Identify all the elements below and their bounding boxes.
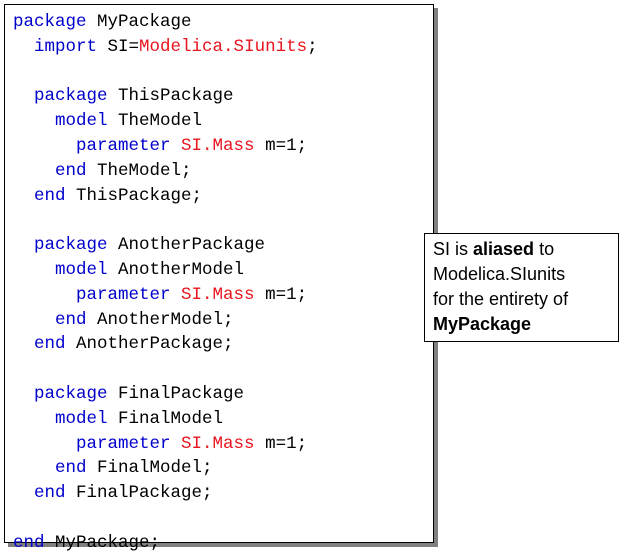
code-text [13, 235, 34, 255]
code-text [171, 434, 182, 454]
code-keyword: package [34, 235, 108, 256]
code-text [13, 186, 34, 206]
note-emphasis-aliased: aliased [473, 239, 535, 259]
code-type-name: SI.Mass [181, 284, 255, 305]
code-text [13, 458, 55, 478]
note-line-1: SI is aliased to [433, 237, 618, 262]
code-type-name: SI.Mass [181, 135, 255, 156]
code-text [13, 161, 55, 181]
code-text [13, 384, 34, 404]
code-text [13, 483, 34, 503]
code-text [13, 310, 55, 330]
code-text: ThisPackage [107, 86, 234, 107]
code-line: package FinalPackage [13, 382, 318, 407]
code-keyword: end [34, 185, 66, 206]
code-line: end FinalModel; [13, 456, 318, 481]
code-text: FinalPackage; [65, 483, 213, 504]
code-keyword: model [55, 111, 108, 132]
code-line: parameter SI.Mass m=1; [13, 134, 318, 159]
code-line [13, 506, 318, 531]
code-line: end AnotherModel; [13, 308, 318, 333]
code-text [13, 409, 55, 429]
code-text: m=1; [254, 433, 308, 454]
note-line-2: Modelica.SIunits [433, 264, 566, 284]
code-listing-box: package MyPackage import SI=Modelica.SIu… [4, 4, 434, 553]
code-line: parameter SI.Mass m=1; [13, 283, 318, 308]
code-keyword: import [34, 36, 98, 57]
code-keyword: end [55, 160, 87, 181]
code-line [13, 60, 318, 85]
code-text: FinalModel; [86, 458, 213, 479]
code-line: model TheModel [13, 109, 318, 134]
code-keyword: model [55, 259, 108, 280]
code-line: end ThisPackage; [13, 184, 318, 209]
code-line: end AnotherPackage; [13, 332, 318, 357]
note-text: to [534, 239, 555, 259]
code-text [13, 260, 55, 280]
code-type-name: Modelica.SIunits [139, 36, 308, 57]
note-emphasis-mypackage: MyPackage [433, 314, 532, 334]
code-text [13, 285, 76, 305]
code-text [171, 136, 182, 156]
code-text: AnotherModel [107, 259, 245, 280]
code-keyword: package [34, 383, 108, 404]
note-line-3: for the entirety of [433, 289, 569, 309]
code-keyword: parameter [76, 135, 171, 156]
code-line: model AnotherModel [13, 258, 318, 283]
code-text [13, 334, 34, 354]
code-listing: package MyPackage import SI=Modelica.SIu… [13, 10, 318, 556]
code-type-name: SI.Mass [181, 433, 255, 454]
code-text: SI= [97, 36, 140, 57]
code-line: model FinalModel [13, 407, 318, 432]
code-text: ThisPackage; [65, 185, 203, 206]
code-line: package ThisPackage [13, 84, 318, 109]
code-keyword: end [55, 309, 87, 330]
code-line: end MyPackage; [13, 531, 318, 556]
annotation-callout: SI is aliased to Modelica.SIunits for th… [424, 233, 619, 342]
code-text [13, 37, 34, 57]
code-text: ; [307, 36, 318, 57]
code-keyword: end [55, 458, 87, 479]
code-keyword: end [13, 532, 45, 553]
code-text [13, 136, 76, 156]
code-line: package MyPackage [13, 10, 318, 35]
code-line: end TheModel; [13, 159, 318, 184]
code-text: TheModel [107, 111, 203, 132]
note-text: SI is [433, 239, 474, 259]
code-text [13, 111, 55, 131]
code-keyword: end [34, 483, 66, 504]
code-line: import SI=Modelica.SIunits; [13, 35, 318, 60]
code-text: MyPackage [86, 12, 192, 32]
code-text: m=1; [254, 135, 308, 156]
code-text: m=1; [254, 284, 308, 305]
code-text: AnotherPackage [107, 235, 266, 256]
code-text: FinalModel [107, 408, 224, 429]
code-line [13, 357, 318, 382]
code-line: parameter SI.Mass m=1; [13, 432, 318, 457]
code-text [171, 285, 182, 305]
code-keyword: model [55, 408, 108, 429]
code-text: TheModel; [86, 160, 192, 181]
code-text: MyPackage; [44, 532, 161, 553]
code-line [13, 208, 318, 233]
code-keyword: package [34, 86, 108, 107]
code-text: FinalPackage [107, 383, 245, 404]
code-text: AnotherModel; [86, 309, 234, 330]
code-text [13, 434, 76, 454]
code-line: package AnotherPackage [13, 233, 318, 258]
code-keyword: parameter [76, 284, 171, 305]
code-line: end FinalPackage; [13, 481, 318, 506]
code-text: AnotherPackage; [65, 334, 234, 355]
code-text [13, 86, 34, 106]
code-keyword: parameter [76, 433, 171, 454]
code-keyword: end [34, 334, 66, 355]
code-keyword: package [13, 12, 87, 32]
